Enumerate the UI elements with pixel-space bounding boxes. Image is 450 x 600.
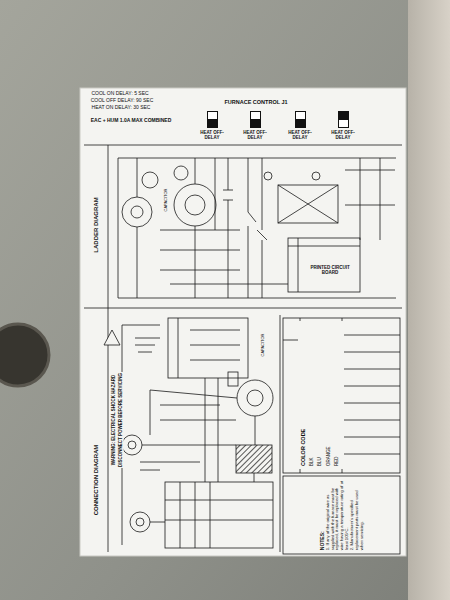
dip-switch-node: HEAT OFF-DELAY	[328, 111, 358, 140]
label-text: CAPACITOR	[261, 333, 265, 358]
dip-switch	[338, 111, 349, 128]
label-text: EAC + HUM 1.0A MAX COMBINED	[91, 118, 172, 123]
switch-lever	[208, 119, 217, 127]
switch-caption: HEAT OFF-DELAY	[197, 130, 227, 140]
color-code-entry: RED	[334, 456, 339, 466]
hole-rim	[0, 324, 49, 386]
dip-switch-node: HEAT OFF-DELAY	[240, 111, 270, 140]
switch-lever	[296, 119, 305, 127]
label-text: HEAT ON DELAY: 30 SEC	[92, 105, 151, 110]
switch-caption: HEAT OFF-DELAY	[328, 130, 358, 140]
dip-switch-node: HEAT OFF-DELAY	[197, 111, 227, 140]
note-text: 2. Manufacturer's specified replacement …	[350, 480, 364, 550]
section-title: LADDER DIAGRAM	[93, 196, 99, 253]
circuit-board-box: PRINTED CIRCUIT BOARD	[301, 263, 359, 277]
notes-box: NOTES:1. If any of the original wire as …	[318, 478, 366, 552]
board-name: PRINTED CIRCUIT BOARD	[303, 265, 357, 275]
section-title: CONNECTION DIAGRAM	[93, 444, 99, 517]
label-text: CAPACITOR	[164, 188, 168, 213]
dip-switch	[207, 111, 218, 128]
color-code-entry: ORANGE	[326, 446, 331, 466]
switch-caption: HEAT OFF-DELAY	[240, 130, 270, 140]
dip-switch-node: HEAT OFF-DELAY	[285, 111, 315, 140]
dip-switch	[295, 111, 306, 128]
dip-switch	[250, 111, 261, 128]
switch-lever	[251, 119, 260, 127]
label-text: COOL ON DELAY: 5 SEC	[91, 91, 148, 96]
line-art	[84, 145, 402, 554]
label-sheet	[80, 88, 406, 556]
color-code-table: COLOR CODEBLKBLU ORANGERED	[298, 321, 344, 469]
label-text: FURNACE CONTROL J1	[224, 100, 287, 106]
label-text: WARNING: ELECTRICAL SHOCK HAZARD	[112, 374, 117, 467]
table-heading: COLOR CODE	[300, 429, 306, 466]
switch-lever	[339, 112, 348, 120]
color-code-entry: BLK	[309, 457, 314, 466]
label-text: DISCONNECT POWER BEFORE SERVICING	[119, 372, 124, 468]
note-text: 1. If any of the original wire as suppli…	[326, 480, 350, 550]
panel-hole	[0, 324, 49, 386]
color-code-entry: BLU	[317, 457, 322, 466]
label-text: COOL OFF DELAY: 90 SEC	[91, 98, 154, 103]
switch-caption: HEAT OFF-DELAY	[285, 130, 315, 140]
wall-edge	[408, 0, 450, 600]
